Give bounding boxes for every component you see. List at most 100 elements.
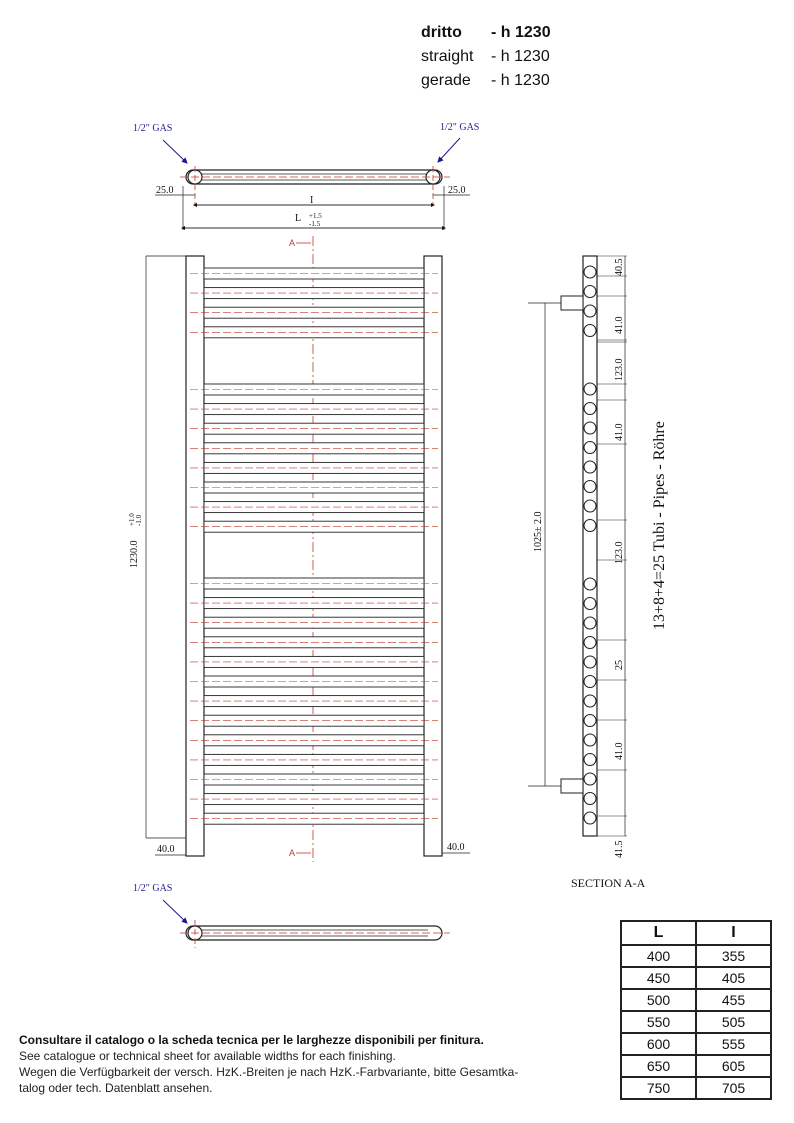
- horizontal-tubes: [190, 267, 438, 825]
- section-dim-label: 123.0: [614, 359, 625, 382]
- table-cell: 400: [620, 944, 697, 968]
- table-cell: 500: [620, 988, 697, 1012]
- gas-label-left: 1/2" GAS: [133, 123, 172, 134]
- inlet-stub-bottom: [560, 778, 584, 794]
- section-tubes: [583, 265, 597, 825]
- dim-I: I: [310, 195, 313, 206]
- section-marker-bottom: A: [289, 848, 295, 858]
- table-cell: 455: [695, 988, 772, 1012]
- section-tube: [583, 499, 597, 513]
- table-cell: 450: [620, 966, 697, 990]
- gas-label-bottom: 1/2" GAS: [133, 883, 172, 894]
- section-tube: [583, 382, 597, 396]
- section-tube: [583, 674, 597, 689]
- section-tube: [583, 577, 597, 591]
- section-tube: [583, 733, 597, 747]
- table-cell: 555: [695, 1032, 772, 1056]
- section-dimensions: 40.5 41.0 123.0 41.0 123.0 25 41.0 41.5: [597, 255, 627, 859]
- section-tube: [583, 460, 597, 474]
- section-tube: [583, 304, 597, 318]
- table-cell: 600: [620, 1032, 697, 1056]
- table-cell: 550: [620, 1010, 697, 1034]
- dim-25-left: 25.0: [156, 185, 174, 196]
- section-dim-label: 123.0: [614, 542, 625, 565]
- pipes-count: 13+8+4=25 Tubi - Pipes - Röhre: [651, 421, 668, 630]
- section-dim-label: 41.0: [614, 743, 625, 761]
- title-label: dritto: [421, 24, 462, 41]
- title-label: gerade: [421, 72, 471, 89]
- table-cell: 650: [620, 1054, 697, 1078]
- top-view: 1/2" GAS 1/2" GAS 25.0 25.0 I L +1.5 -1.…: [133, 122, 479, 231]
- note-line-de-cont: talog oder tech. Datenblatt ansehen.: [19, 1081, 213, 1095]
- title-value: - h 1230: [491, 24, 551, 41]
- dim-L: L: [295, 213, 301, 224]
- section-tube: [583, 284, 597, 299]
- section-tube: [583, 401, 597, 416]
- title-row-en: straight - h 1230: [421, 48, 621, 72]
- section-tube: [583, 694, 597, 708]
- table-header-row: L I: [620, 920, 772, 946]
- note-line-it: Consultare il catalogo o la scheda tecni…: [19, 1033, 484, 1047]
- availability-note: Consultare il catalogo o la scheda tecni…: [19, 1032, 599, 1096]
- section-tube: [583, 791, 597, 806]
- section-tube: [583, 655, 597, 669]
- left-collector: [185, 255, 205, 857]
- section-tube: [583, 518, 597, 533]
- section-marker-top: A: [289, 238, 295, 248]
- dim-height-tol-plus: +1.0: [128, 513, 136, 526]
- section-dim-label: 41.5: [614, 841, 625, 859]
- section-tube: [583, 752, 597, 767]
- dim-centres: 1025± 2.0: [533, 512, 544, 553]
- section-tube: [583, 323, 597, 338]
- section-collector: [582, 255, 598, 837]
- note-line-de: Wegen die Verfügbarkeit der versch. HzK.…: [19, 1065, 519, 1079]
- table-cell: 505: [695, 1010, 772, 1034]
- section-dim-label: 40.5: [614, 259, 625, 277]
- section-tube: [583, 772, 597, 786]
- section-tube: [583, 713, 597, 728]
- inlet-stub-top: [560, 295, 584, 311]
- gas-arrow-right: [437, 137, 461, 163]
- section-title: SECTION A-A: [571, 876, 646, 890]
- bottom-view: 1/2" GAS: [133, 883, 450, 948]
- table-cell: 355: [695, 944, 772, 968]
- dim-40-right: 40.0: [447, 842, 465, 853]
- dim-40-left: 40.0: [157, 844, 175, 855]
- section-tube: [583, 596, 597, 611]
- title-value: - h 1230: [491, 72, 550, 89]
- dim-L-tol-minus: -1.5: [309, 220, 321, 228]
- section-tube: [583, 811, 597, 825]
- dim-height-tol-minus: -1.0: [135, 514, 143, 526]
- title-block: dritto - h 1230 straight - h 1230 gerade…: [421, 24, 621, 96]
- right-collector: [423, 255, 443, 857]
- table-cell: 705: [695, 1076, 772, 1100]
- section-tube: [583, 421, 597, 435]
- section-dim-label: 41.0: [614, 317, 625, 335]
- table-header-I: I: [695, 920, 772, 946]
- title-value: - h 1230: [491, 48, 550, 65]
- gas-label-right: 1/2" GAS: [440, 122, 479, 133]
- table-cell: 750: [620, 1076, 697, 1100]
- section-a-a: 1025± 2.0 40.5 41.0 123.0 41.0 123.0 25 41.0 41…: [528, 255, 668, 890]
- section-dim-label: 41.0: [614, 424, 625, 442]
- section-tube: [583, 635, 597, 650]
- title-label: straight: [421, 48, 474, 65]
- dim-L-tol-plus: +1.5: [309, 212, 322, 220]
- table-header-L: L: [620, 920, 697, 946]
- note-line-en: See catalogue or technical sheet for ava…: [19, 1049, 396, 1063]
- section-tube: [583, 440, 597, 455]
- gas-arrow-left: [162, 139, 188, 164]
- table-cell: 605: [695, 1054, 772, 1078]
- table-cell: 405: [695, 966, 772, 990]
- section-dim-label: 25: [614, 660, 625, 670]
- front-view: A A 1230.0 +1.0 -1.0 40.0 40.0: [128, 236, 470, 862]
- section-tube: [583, 479, 597, 494]
